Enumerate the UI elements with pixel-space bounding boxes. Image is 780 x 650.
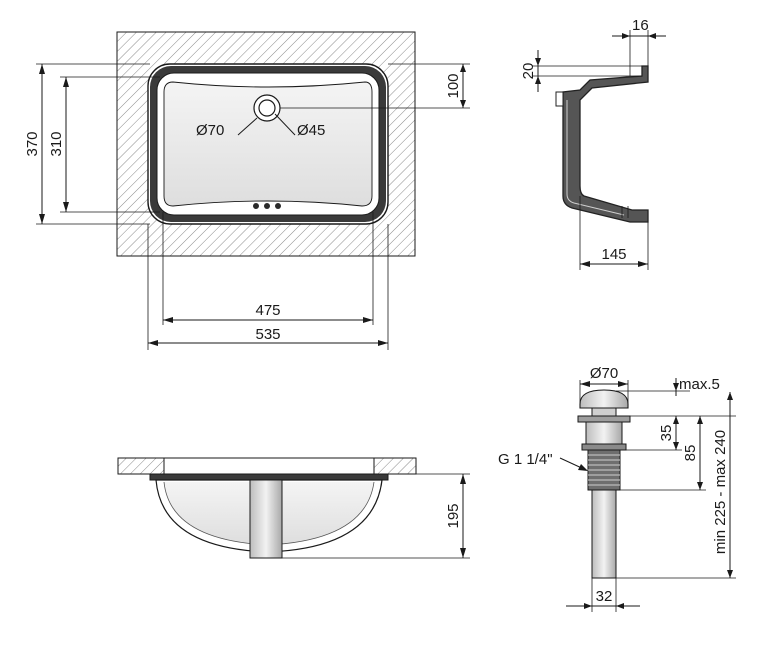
drain-body [585,421,623,445]
label-total-length: min 225 - max 240 [712,430,729,554]
drain-nut [581,443,627,451]
dim-body-height: 85 [682,445,699,462]
overflow-hole [253,203,259,209]
dim-overall-width: 535 [255,326,280,343]
front-basin-rim [149,473,389,481]
top-view: 535 475 370 310 100 Ø70 Ø45 [24,31,470,350]
dim-overall-depth: 370 [24,131,41,156]
dim-rim-width: 16 [632,17,649,34]
drain-cap [579,389,629,409]
front-drain-pipe [249,479,283,559]
dim-pipe-diameter: 32 [596,588,613,605]
front-section-view: 195 [117,457,470,559]
dim-rim-height: 20 [520,63,537,80]
drain-detail-view: Ø70 max.5 35 85 min 225 - max 240 G 1 1/… [498,365,736,612]
label-cap-diameter: Ø70 [590,365,618,382]
label-drain-inner: Ø45 [297,122,325,139]
side-section-view: 16 20 145 [520,17,666,270]
drain-flange [577,415,631,423]
overflow-hole [275,203,281,209]
dim-drain-offset: 100 [445,73,462,98]
basin-bowl [163,81,373,207]
drain-tailpiece [591,489,617,579]
drain-stem [591,407,617,417]
side-overflow [555,91,564,107]
dim-inner-depth: 310 [48,131,65,156]
drain-inner-circle [258,99,276,117]
dim-bowl-depth: 145 [601,246,626,263]
dim-height: 195 [445,503,462,528]
dim-cap-height: 35 [658,425,675,442]
overflow-hole [264,203,270,209]
dim-inner-width: 475 [255,302,280,319]
drain-thread [587,449,621,491]
front-countertop-right [373,457,417,475]
label-drain-outer: Ø70 [196,122,224,139]
label-thread: G 1 1/4" [498,451,553,468]
label-max-projection: max.5 [679,376,720,393]
side-section-inner [566,100,625,216]
front-countertop-left [117,457,165,475]
side-section-body [562,65,649,223]
